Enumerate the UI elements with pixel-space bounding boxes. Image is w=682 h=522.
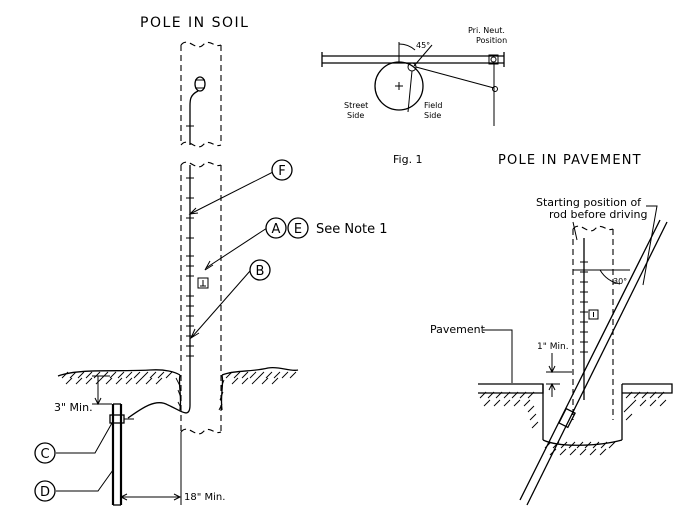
dim-3in-min-label: 3" Min. [54, 401, 93, 414]
starting-position-label: Starting position of [536, 196, 642, 209]
callout-a: A [265, 217, 287, 239]
callout-e-label: E [294, 222, 302, 237]
title-pole-in-pavement: POLE IN PAVEMENT [498, 153, 642, 168]
pole-in-soil-drawing: 3" Min. 18" Min. [54, 41, 299, 506]
fig1-angle-label: 45° [416, 41, 430, 50]
fig1-street-label: Street [344, 101, 368, 110]
fig1-field-side-label: Side [424, 111, 441, 120]
callout-f: F [271, 159, 293, 181]
fig1-position-label: Position [476, 36, 507, 45]
fig1-street-side-label: Side [347, 111, 364, 120]
rod-before-driving-label: rod before driving [549, 208, 647, 221]
callout-a-label: A [272, 222, 281, 237]
callout-d-label: D [40, 485, 50, 500]
pole-in-pavement-drawing: Starting position of rod before driving … [430, 196, 673, 506]
callout-b: B [249, 259, 271, 281]
fig1-caption: Fig. 1 [393, 153, 423, 166]
pavement-angle-label: 30° [613, 277, 627, 286]
callout-d: D [34, 480, 56, 502]
callout-c: C [34, 442, 56, 464]
fig1-pri-neut-label: Pri. Neut. [468, 26, 505, 35]
callout-c-label: C [40, 447, 49, 462]
callout-e: E [287, 217, 309, 239]
callout-f-label: F [278, 164, 285, 179]
callout-b-label: B [256, 264, 265, 279]
fig1-plan-view: 45° Pri. Neut. Position Street Side Fiel… [321, 26, 507, 166]
fig1-field-label: Field [424, 101, 442, 110]
dim-1in-min-label: 1" Min. [537, 342, 569, 352]
see-note-1-label: See Note 1 [316, 222, 388, 237]
dim-18in-min-label: 18" Min. [184, 492, 225, 503]
title-pole-in-soil: POLE IN SOIL [140, 15, 249, 31]
pavement-label: Pavement [430, 323, 486, 336]
